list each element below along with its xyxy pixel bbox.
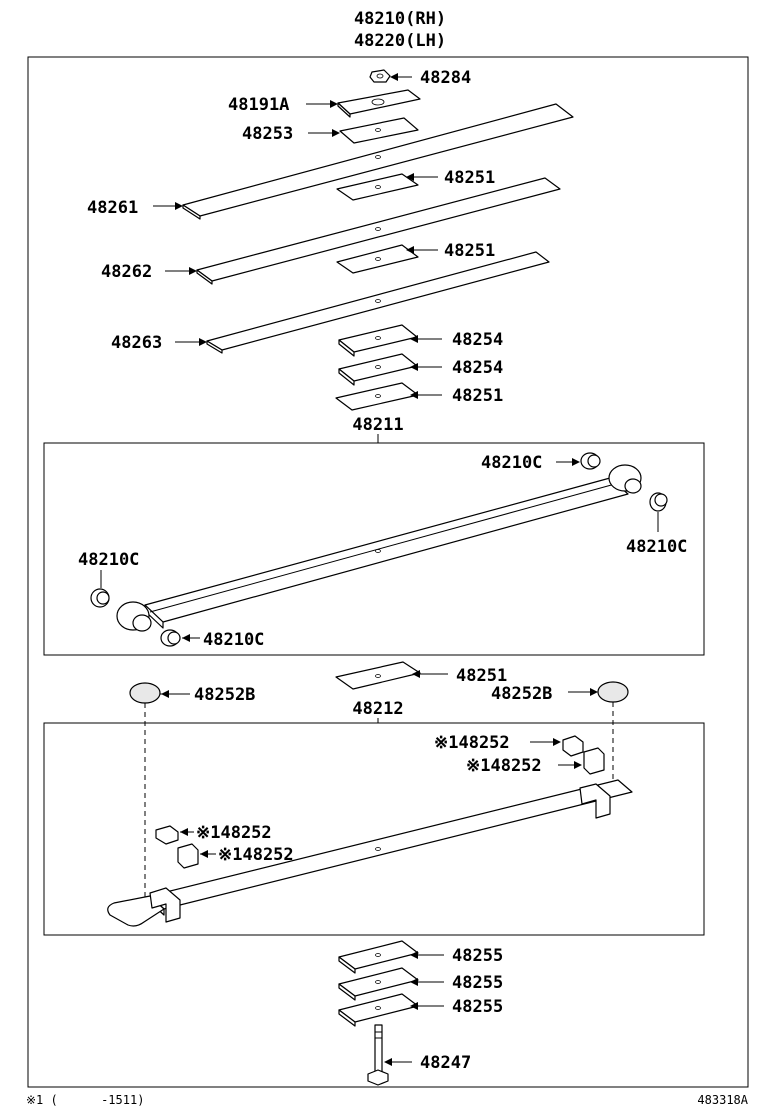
main-leaf-48211 xyxy=(116,464,642,632)
nut-48284 xyxy=(369,69,391,83)
label-48210c-top-right: 48210C xyxy=(481,453,542,473)
label-48284: 48284 xyxy=(420,68,471,88)
label-48252-left-1: ※148252 xyxy=(196,823,272,843)
bushing-48210c-bottom-left xyxy=(160,629,181,647)
clip-48252-left-1 xyxy=(155,825,179,845)
label-48212: 48212 xyxy=(352,699,403,719)
plate-48253 xyxy=(339,117,419,144)
label-48253: 48253 xyxy=(242,124,293,144)
pad-48251-mid xyxy=(336,244,419,274)
pad-48251-low xyxy=(335,382,419,411)
leaf-48263 xyxy=(206,251,550,354)
pad-48251-top xyxy=(336,173,419,201)
label-48251-low: 48251 xyxy=(452,386,503,406)
pad-48251-sep xyxy=(335,661,421,690)
label-48262: 48262 xyxy=(101,262,152,282)
label-48210c-right: 48210C xyxy=(626,537,687,557)
plate-48191a xyxy=(337,89,421,118)
label-48252b-right: 48252B xyxy=(491,684,552,704)
spacer-48255-b xyxy=(338,967,419,1001)
label-48251-mid: 48251 xyxy=(444,241,495,261)
label-48252b-left: 48252B xyxy=(194,685,255,705)
spacer-48254-b xyxy=(338,353,418,386)
subassembly-48211-frame xyxy=(43,442,705,656)
diagram-code: 483318A xyxy=(697,1093,748,1107)
label-48251-sep: 48251 xyxy=(456,666,507,686)
spacer-48255-c xyxy=(338,993,419,1027)
clip-48252-right-2 xyxy=(583,747,605,775)
label-48255-b: 48255 xyxy=(452,973,503,993)
label-48251-top: 48251 xyxy=(444,168,495,188)
bushing-48210c-top-right xyxy=(580,452,601,470)
label-48252-right-2: ※148252 xyxy=(466,756,542,776)
assembly-title-rh: 48210(RH) xyxy=(354,9,446,29)
clip-48252-left-2 xyxy=(177,843,199,869)
label-48254-a: 48254 xyxy=(452,330,503,350)
label-48210c-bottom-left: 48210C xyxy=(203,630,264,650)
label-48252-right-1: ※148252 xyxy=(434,733,510,753)
assembly-frame xyxy=(27,56,749,1088)
cap-48252b-left xyxy=(129,682,161,704)
footnote: ※1 ( -1511) xyxy=(26,1093,144,1107)
label-48191a: 48191A xyxy=(228,95,289,115)
subassembly-48212-frame xyxy=(43,722,705,936)
label-48252-left-2: ※148252 xyxy=(218,845,294,865)
overload-leaf-48212 xyxy=(107,779,633,927)
leaf-48262 xyxy=(196,177,561,285)
label-48210c-left: 48210C xyxy=(78,550,139,570)
label-48261: 48261 xyxy=(87,198,138,218)
label-48263: 48263 xyxy=(111,333,162,353)
label-48254-b: 48254 xyxy=(452,358,503,378)
bushing-48210c-left xyxy=(90,588,110,608)
clip-48252-right-1 xyxy=(562,735,584,757)
label-48255-a: 48255 xyxy=(452,946,503,966)
spacer-48254-a xyxy=(338,324,418,357)
bushing-48210c-right xyxy=(649,492,668,512)
label-48247: 48247 xyxy=(420,1053,471,1073)
center-bolt-48247 xyxy=(367,1024,389,1086)
label-48255-c: 48255 xyxy=(452,997,503,1017)
spacer-48255-a xyxy=(338,940,419,974)
leaf-48261 xyxy=(182,103,574,220)
label-48211: 48211 xyxy=(352,415,403,435)
cap-48252b-right xyxy=(597,681,629,703)
assembly-title-lh: 48220(LH) xyxy=(354,31,446,51)
